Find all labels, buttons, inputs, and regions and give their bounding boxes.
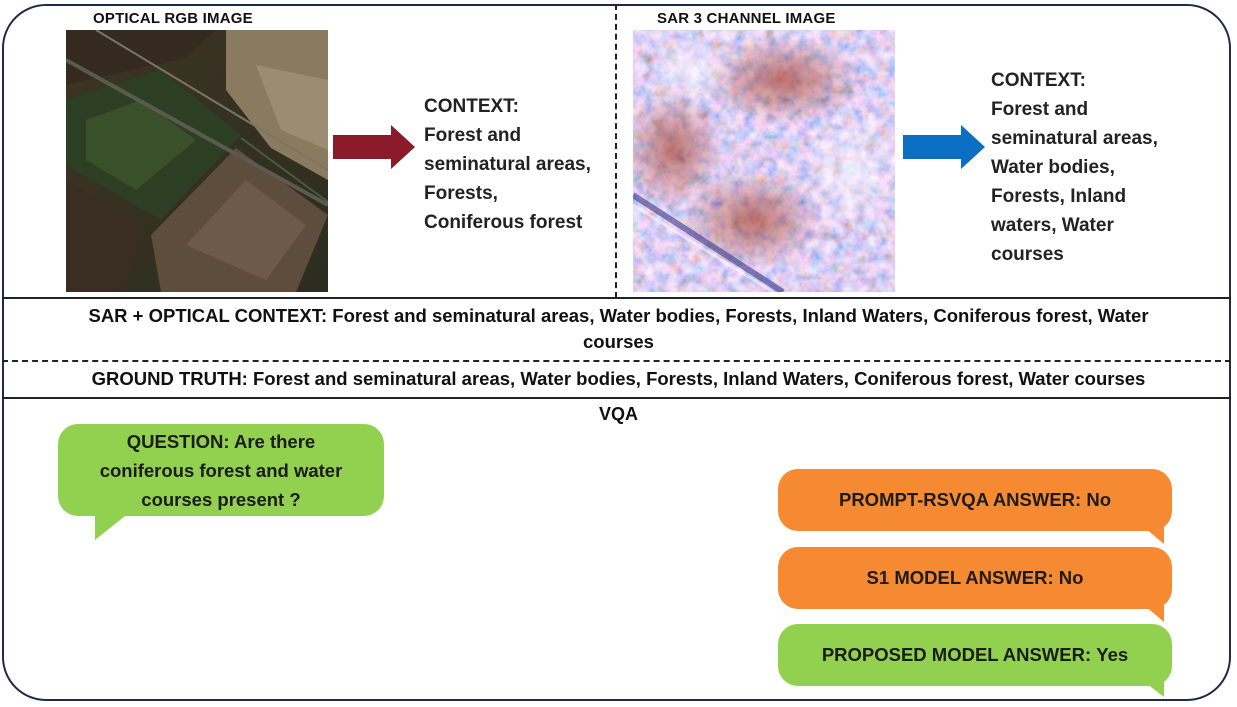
combined-context-text: Forest and seminatural areas, Water bodi… [332, 305, 1149, 326]
sar-image-title: SAR 3 CHANNEL IMAGE [657, 10, 836, 27]
answer-value: No [1058, 567, 1084, 588]
divider-top [2, 297, 1231, 299]
sar-context-line: Forests, Inland [991, 186, 1127, 207]
s1-model-answer-bubble: S1 MODEL ANSWER: No [778, 547, 1172, 609]
sar-arrow-icon [903, 125, 985, 169]
answer-label: PROPOSED MODEL ANSWER: [821, 644, 1092, 665]
optical-arrow-icon [333, 125, 415, 169]
optical-image-title: OPTICAL RGB IMAGE [93, 10, 253, 27]
question-bubble: QUESTION: Are there coniferous forest an… [58, 424, 384, 516]
sar-context-line: waters, Water [991, 215, 1114, 236]
answer-value: Yes [1096, 644, 1129, 665]
proposed-model-answer-bubble: PROPOSED MODEL ANSWER: Yes [778, 624, 1172, 686]
answer-label: PROMPT-RSVQA ANSWER: [838, 489, 1082, 510]
sar-context: CONTEXT: Forest and seminatural areas, W… [991, 66, 1158, 269]
optical-context-line: seminatural areas, [424, 154, 591, 175]
sar-context-line: Water bodies, [991, 157, 1115, 178]
sar-context-line: courses [991, 244, 1064, 265]
optical-context-label: CONTEXT: [424, 96, 519, 117]
combined-context-text-continued: courses [583, 331, 654, 352]
combined-context-label: SAR + OPTICAL CONTEXT: [88, 305, 328, 326]
optical-context-line: Forest and [424, 125, 522, 146]
vertical-divider [615, 4, 617, 298]
divider-bottom [2, 397, 1231, 399]
answer-label: S1 MODEL ANSWER: [866, 567, 1054, 588]
question-line: courses present ? [141, 488, 301, 510]
answer-value: No [1086, 489, 1112, 510]
optical-rgb-image [66, 30, 328, 292]
sar-context-line: seminatural areas, [991, 128, 1158, 149]
ground-truth-label: GROUND TRUTH: [91, 368, 248, 389]
prompt-rsvqa-answer-bubble: PROMPT-RSVQA ANSWER: No [778, 469, 1172, 531]
question-line: coniferous forest and water [99, 459, 343, 481]
optical-context-line: Coniferous forest [424, 212, 583, 233]
sar-context-label: CONTEXT: [991, 70, 1086, 91]
divider-middle [2, 360, 1231, 362]
vqa-title: VQA [598, 404, 638, 424]
combined-context: SAR + OPTICAL CONTEXT: Forest and semina… [10, 303, 1227, 355]
sar-3-channel-image [633, 30, 895, 292]
sar-context-line: Forest and [991, 99, 1089, 120]
optical-context-line: Forests, [424, 183, 498, 204]
ground-truth: GROUND TRUTH: Forest and seminatural are… [10, 366, 1227, 392]
optical-context: CONTEXT: Forest and seminatural areas, F… [424, 92, 591, 237]
question-line: QUESTION: Are there [126, 430, 316, 452]
ground-truth-text: Forest and seminatural areas, Water bodi… [252, 368, 1146, 389]
